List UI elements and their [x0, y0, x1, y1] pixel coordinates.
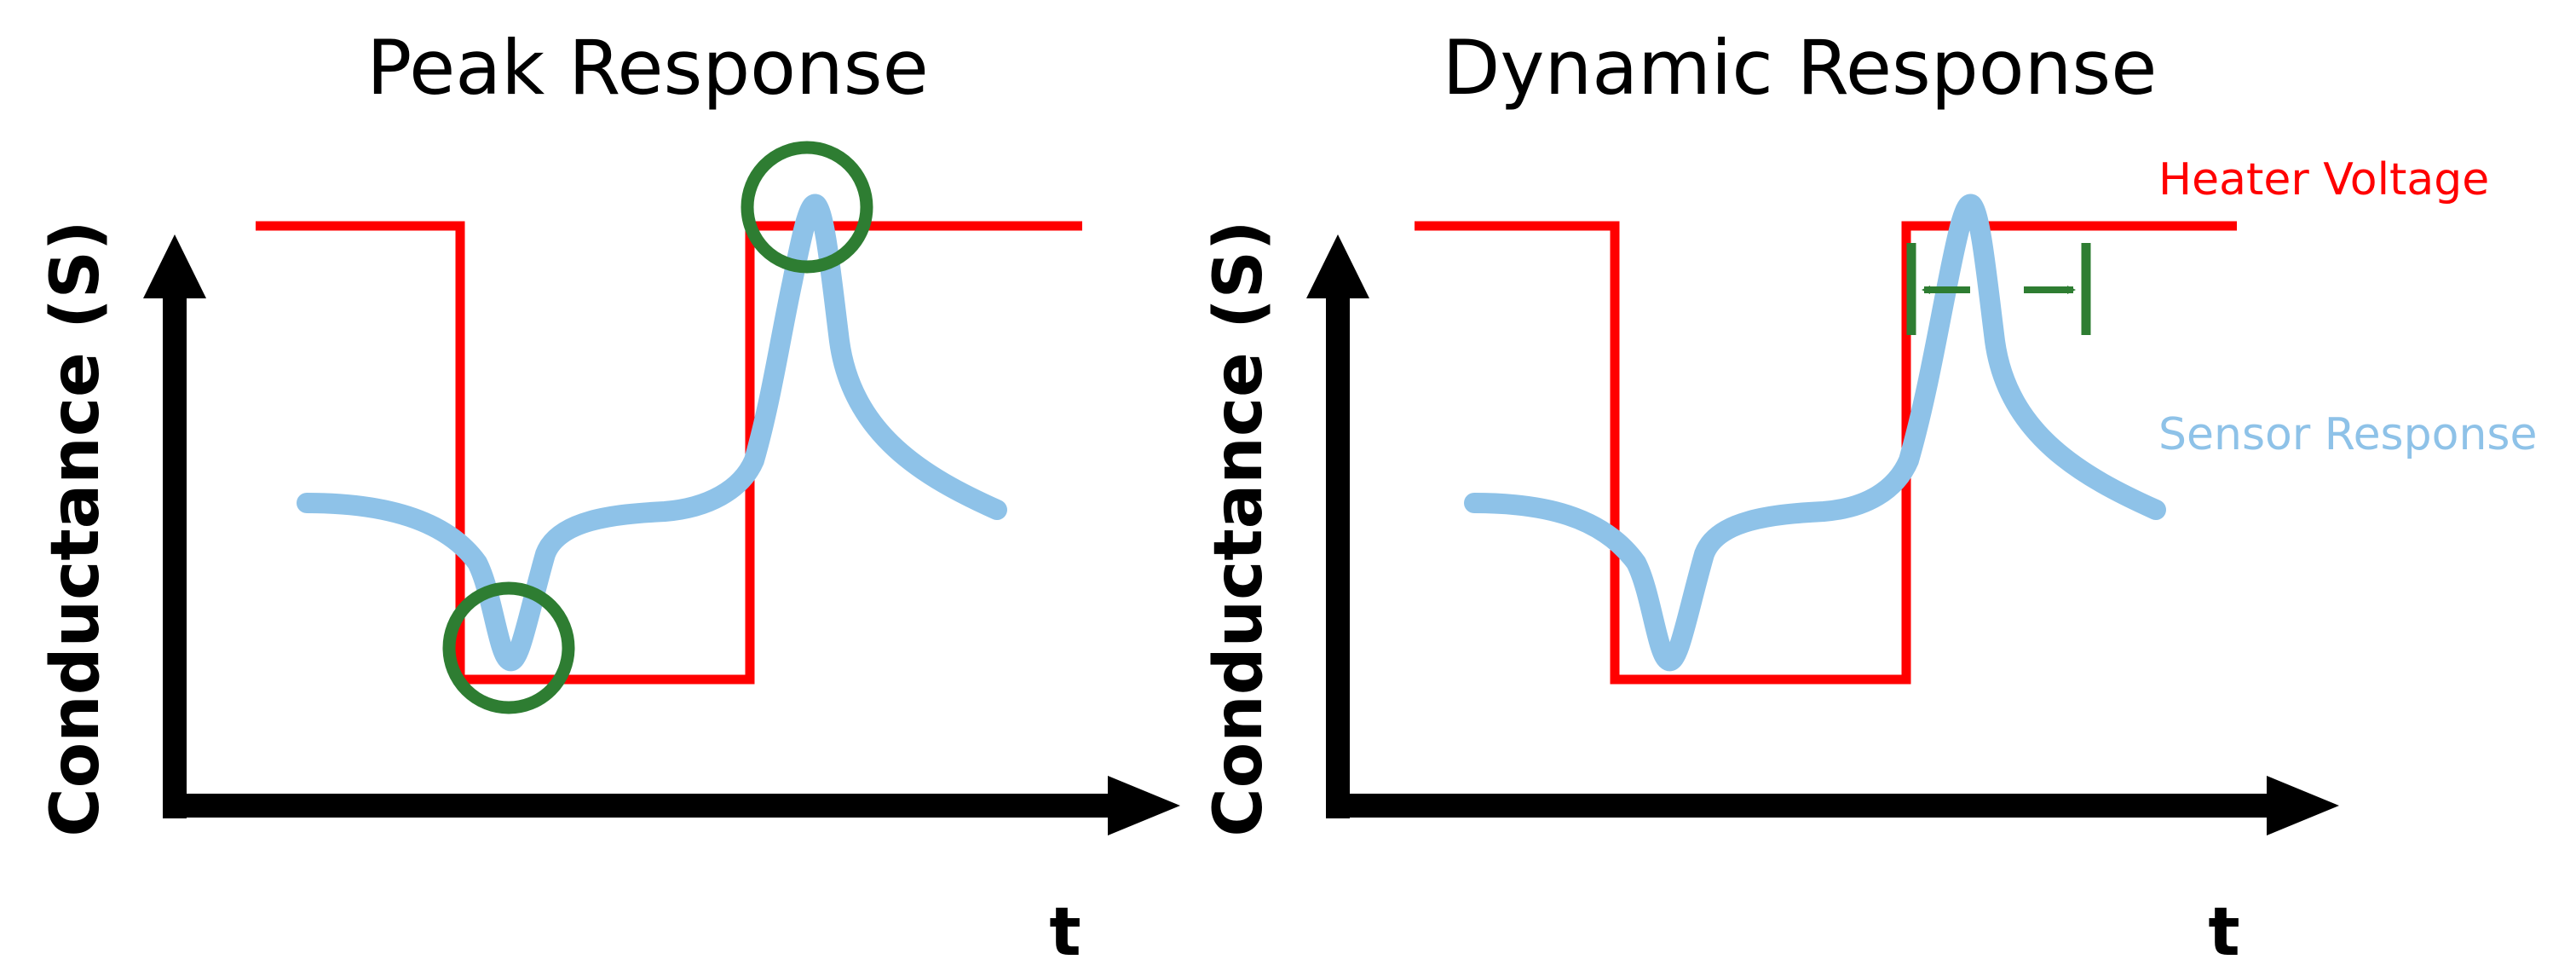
y-axis-label: Conductance (S)	[37, 220, 114, 836]
x-axis-label: t	[2208, 894, 2239, 971]
x-axis-label: t	[1049, 894, 1081, 971]
legend-sensor-response: Sensor Response	[2158, 409, 2538, 460]
heater-voltage-trace	[1415, 221, 2237, 685]
sensor-response-trace	[297, 194, 1007, 672]
y-axis-arrowhead	[143, 234, 206, 298]
legend-heater-voltage: Heater Voltage	[2158, 154, 2489, 205]
y-axis-arrowhead	[1306, 234, 1369, 298]
x-axis-arrowhead	[2267, 776, 2339, 835]
panel-dynamic-response: Dynamic Response Conductance (S) t	[1201, 24, 2339, 971]
heater-voltage-trace	[256, 221, 1082, 685]
peak-marker-max	[741, 141, 873, 274]
peak-marker-min	[442, 581, 575, 714]
panel-peak-response: Peak Response Conductance (S) t	[37, 24, 1180, 971]
axes	[143, 234, 1180, 835]
y-axis-label: Conductance (S)	[1201, 220, 1277, 836]
sensor-response-trace	[1464, 194, 2166, 672]
response-time-marker	[1906, 243, 2091, 335]
x-axis-arrowhead	[1108, 776, 1180, 835]
panel-title: Dynamic Response	[1443, 24, 2158, 112]
panel-title: Peak Response	[366, 24, 929, 112]
axes	[1306, 234, 2339, 835]
